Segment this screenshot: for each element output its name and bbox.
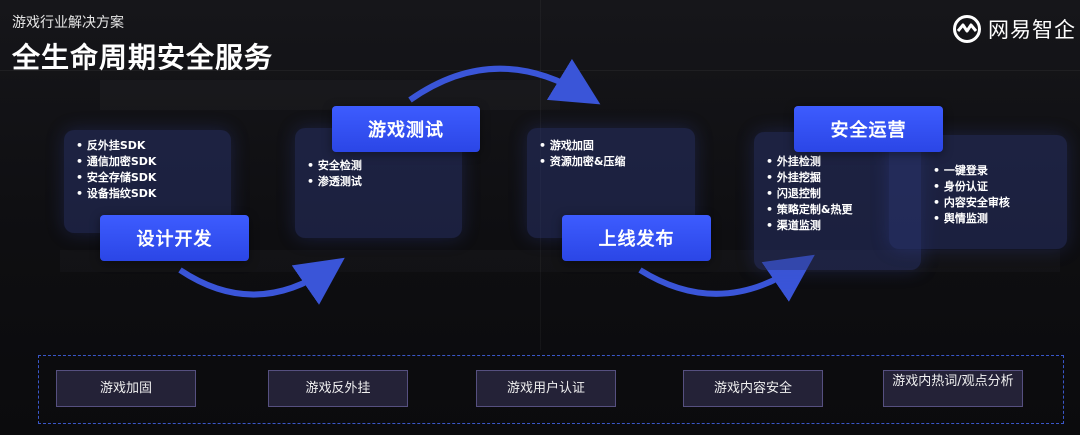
stage-button-test[interactable]: 游戏测试 [332,106,480,152]
stage-panel-ops: 外挂检测 外挂挖掘 闪退控制 策略定制&热更 渠道监测 [754,132,921,270]
stage-panel-ops-extra: 一键登录 身份认证 内容安全审核 舆情监测 [889,135,1067,249]
background-stripe [540,0,541,350]
list-item: 安全检测 [307,158,462,174]
bottom-tag-container [38,355,1064,424]
tag-content-security[interactable]: 游戏内容安全 [683,370,823,407]
list-item: 游戏加固 [539,138,695,154]
list-item: 内容安全审核 [933,195,1067,211]
list-item: 资源加密&压缩 [539,154,695,170]
list-item: 一键登录 [933,163,1067,179]
list-item: 通信加密SDK [76,154,231,170]
tag-hot-word-analysis[interactable]: 游戏内热词/观点分析 [883,370,1023,407]
list-item: 设备指纹SDK [76,186,231,202]
list-item: 渠道监测 [766,218,921,234]
list-item: 安全存储SDK [76,170,231,186]
list-item: 身份认证 [933,179,1067,195]
stage-panel-design: 反外挂SDK 通信加密SDK 安全存储SDK 设备指纹SDK [64,130,231,233]
list-item: 渗透测试 [307,174,462,190]
stage-button-ops[interactable]: 安全运营 [794,106,943,152]
list-item: 外挂检测 [766,154,921,170]
tag-game-hardening[interactable]: 游戏加固 [56,370,196,407]
tag-anti-cheat[interactable]: 游戏反外挂 [268,370,408,407]
page-subtitle: 游戏行业解决方案 [12,15,124,31]
list-item: 舆情监测 [933,211,1067,227]
tag-user-auth[interactable]: 游戏用户认证 [476,370,616,407]
list-item: 外挂挖掘 [766,170,921,186]
page-title: 全生命周期安全服务 [12,41,274,74]
list-item: 策略定制&热更 [766,202,921,218]
brand-logo-icon [953,15,981,43]
brand-logo: 网易智企 [952,14,1076,44]
background-stripe [100,80,560,110]
list-item: 反外挂SDK [76,138,231,154]
stage-button-design[interactable]: 设计开发 [100,215,249,261]
list-item: 闪退控制 [766,186,921,202]
stage-button-release[interactable]: 上线发布 [562,215,711,261]
brand-logo-text: 网易智企 [988,18,1076,42]
